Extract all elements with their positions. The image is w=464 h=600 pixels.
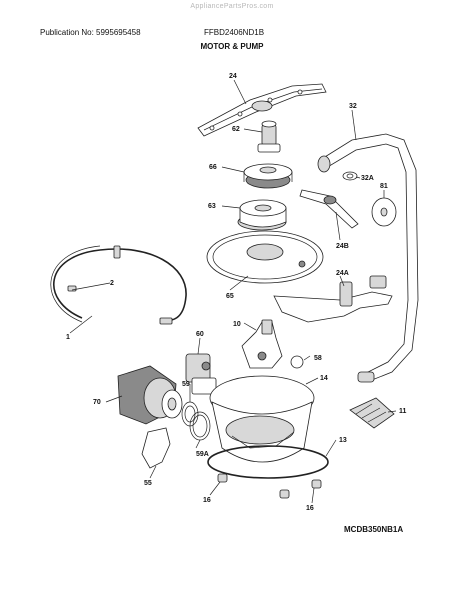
part-grommet-16c[interactable]	[311, 479, 322, 489]
callout-32: 32	[349, 103, 357, 110]
callout-1: 1	[66, 334, 70, 341]
callout-16-left: 16	[203, 497, 211, 504]
callout-14: 14	[320, 375, 328, 382]
part-spray-housing[interactable]	[237, 199, 287, 231]
part-ball-58[interactable]	[290, 355, 304, 369]
callout-13: 13	[339, 437, 347, 444]
callout-62: 62	[232, 126, 240, 133]
callout-63: 63	[208, 203, 216, 210]
part-impeller[interactable]	[243, 163, 293, 189]
callout-59a: 59A	[196, 451, 209, 458]
part-pump-housing[interactable]	[241, 319, 283, 369]
part-heating-element[interactable]	[50, 245, 187, 325]
part-disc-81[interactable]	[371, 197, 397, 227]
diagram-code: MCDB350NB1A	[344, 525, 404, 534]
part-grommet-16b[interactable]	[279, 489, 290, 499]
callout-60: 60	[196, 331, 204, 338]
callout-65: 65	[226, 293, 234, 300]
callout-81: 81	[380, 183, 388, 190]
part-upper-spray-arm[interactable]	[197, 83, 327, 137]
part-bracket-55[interactable]	[141, 427, 171, 469]
part-filter-disc[interactable]	[206, 230, 324, 284]
callout-24b: 24B	[336, 243, 349, 250]
callout-24a: 24A	[336, 270, 349, 277]
callout-10: 10	[233, 321, 241, 328]
part-grommet-16a[interactable]	[217, 473, 228, 483]
callout-11: 11	[399, 408, 407, 415]
callout-32a: 32A	[361, 175, 374, 182]
part-sump[interactable]	[209, 375, 315, 463]
publication-number: Publication No: 5995695458	[40, 28, 141, 37]
watermark: AppliancePartsPros.com	[190, 3, 274, 10]
part-washer-32a[interactable]	[342, 171, 358, 181]
callout-70: 70	[93, 399, 101, 406]
model-number: FFBD2406ND1B	[204, 28, 265, 37]
part-motor[interactable]	[117, 365, 183, 425]
callout-55: 55	[144, 480, 152, 487]
callout-2: 2	[110, 280, 114, 287]
part-coupler[interactable]	[257, 120, 281, 153]
callout-58: 58	[314, 355, 322, 362]
part-gasket-59a[interactable]	[189, 411, 211, 441]
part-small-spray-arm[interactable]	[299, 189, 359, 229]
part-board-11[interactable]	[349, 397, 395, 429]
part-pump-assembly[interactable]	[185, 353, 217, 395]
part-gasket-13[interactable]	[207, 445, 329, 479]
callout-59: 59	[182, 381, 190, 388]
section-title: MOTOR & PUMP	[200, 42, 264, 51]
part-lower-spray-arm[interactable]	[273, 275, 393, 323]
callout-24: 24	[229, 73, 237, 80]
callout-66: 66	[209, 164, 217, 171]
callout-16-right: 16	[306, 505, 314, 512]
part-supply-tube[interactable]	[317, 133, 419, 383]
leader-lines	[69, 79, 397, 504]
